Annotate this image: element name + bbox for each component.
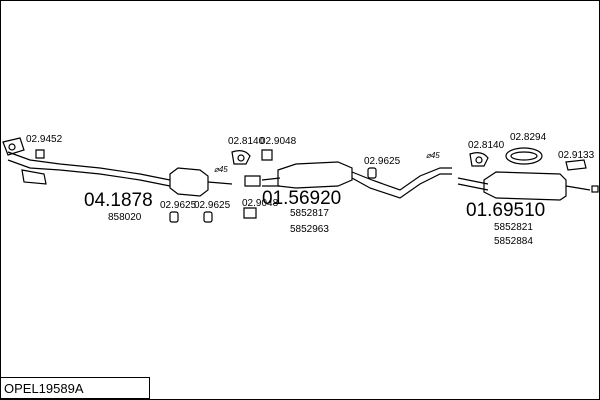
front-pipe[interactable] [2,137,171,187]
rubber-mount-icon [169,211,213,223]
middle-rubber-icon [367,167,377,179]
part-code-rear-silencer: 01.69510 [466,200,545,221]
part-label-middle-rubber: 02.9625 [364,156,401,167]
oe-number-rear-1: 5852821 [494,222,533,233]
diagram-title: OPEL19589A [4,381,84,396]
rear-rubber-icon [565,159,587,171]
clip-front-icon [35,149,45,159]
oe-number-front-pipe: 858020 [108,212,142,223]
part-label-ring: 02.8294 [510,132,547,143]
clamp-rear-icon [469,152,489,167]
oe-number-middle-2: 5852963 [290,224,329,235]
part-label-front-rubber-2: 02.9625 [194,200,231,211]
part-label-rear-rubber: 02.9133 [558,150,595,161]
ring-icon [505,147,543,165]
oe-number-middle-1: 5852817 [290,208,329,219]
middle-silencer[interactable] [261,161,452,199]
diameter-label-2: ⌀45 [426,151,440,160]
title-box: OPEL19589A [0,377,150,399]
part-label-clamp-2: 02.8140 [468,140,505,151]
gasket-icon [243,149,273,219]
oe-number-rear-2: 5852884 [494,236,533,247]
diameter-label-1: ⌀45 [214,165,228,174]
part-label-gasket-1: 02.9048 [260,136,297,147]
rear-silencer[interactable] [457,171,599,201]
part-label-front-rubber-1: 02.9625 [160,200,197,211]
catalytic-converter[interactable] [169,167,233,197]
part-code-front-pipe: 04.1878 [84,190,153,211]
part-code-middle-silencer: 01.56920 [262,188,341,209]
part-label-clip-front: 02.9452 [26,134,63,145]
clamp-icon [231,150,251,165]
part-label-clamp-1: 02.8140 [228,136,265,147]
part-label-gasket-2: 02.9048 [242,198,279,209]
